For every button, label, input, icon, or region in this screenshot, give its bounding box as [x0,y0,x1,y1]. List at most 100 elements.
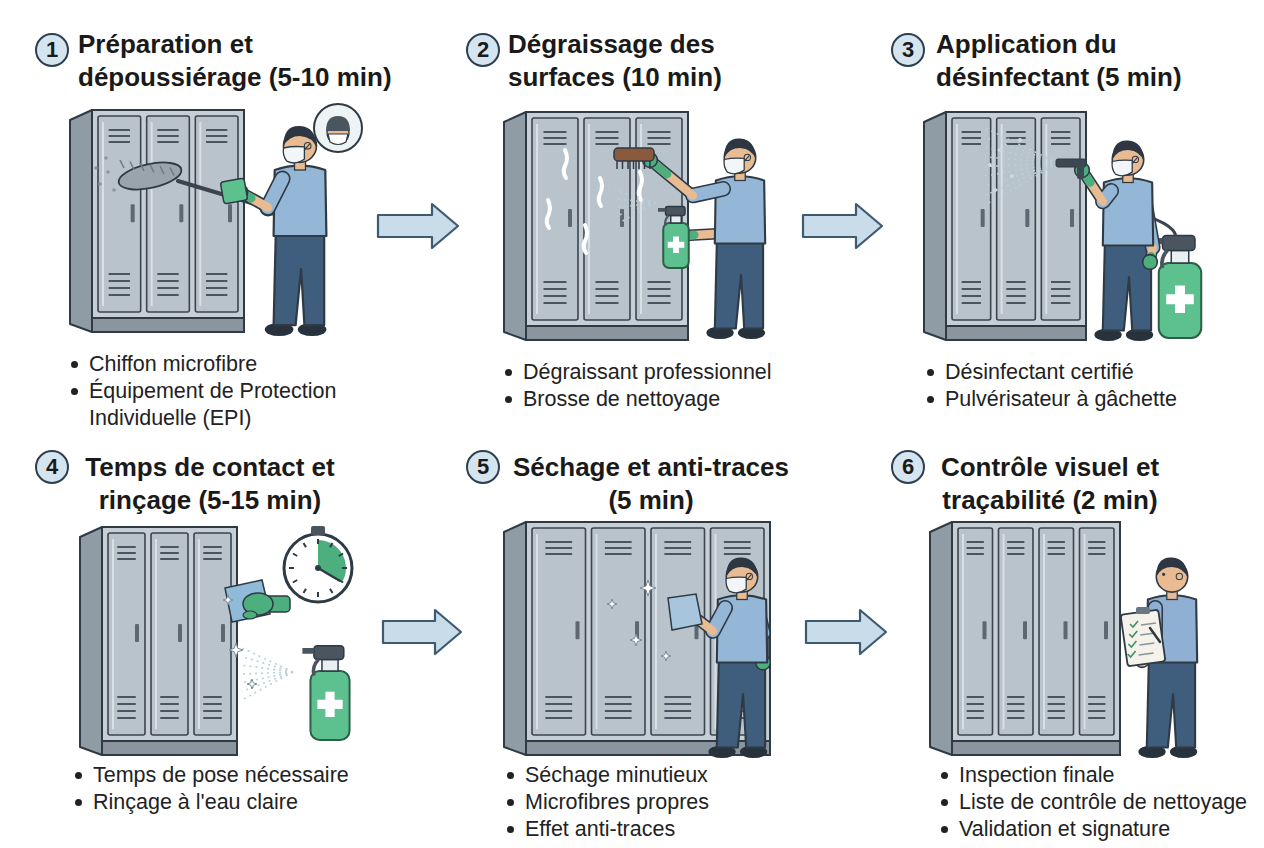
bullet-dot [71,388,78,395]
mask-strap [1132,157,1137,163]
flow-arrow [383,610,461,654]
door-vent [1088,547,1105,549]
spray-mist [242,672,293,683]
hair [724,138,756,159]
door-vent [596,295,619,297]
door-vent [206,287,227,289]
bottle-body [663,223,689,268]
door-vent [967,717,984,719]
locker-body [92,110,244,332]
door-vent [545,696,572,698]
bullet-item: Effet anti-traces [507,816,802,843]
worker-figure [232,126,326,336]
door-vent [648,143,671,145]
spray-mist [985,163,1058,186]
door-vent [962,295,981,297]
locker-side [504,522,526,755]
door-vent [1007,553,1024,555]
door-vent [596,281,619,283]
door-vent [1006,137,1025,139]
door-highlight [151,122,153,306]
door-handle [1070,209,1074,227]
brush-bristle [622,161,624,169]
step-panel: Application du désinfectant (5 min)Désin… [882,26,1232,446]
step-number: 6 [902,456,914,478]
door-vent [1051,302,1070,304]
check-mark [1130,621,1138,627]
bullet-text: Microfibres propres [525,789,709,816]
hair [284,126,317,148]
bullet-text: Séchage minutieux [525,762,708,789]
brush-back [614,148,654,161]
bullet-text: Effet anti-traces [525,816,675,843]
step-title: Contrôle visuel et traçabilité (2 min) [920,451,1180,517]
step-title: Séchage et anti-traces (5 min) [505,451,797,517]
locker-body [952,522,1120,755]
spray-mist [985,128,1058,163]
locker-door [194,533,231,735]
door-vent [648,137,671,139]
door-vent [1088,703,1105,705]
sparkle [229,643,243,657]
locker-side [504,112,526,340]
door-vent [596,288,619,290]
locker-body [526,112,688,340]
door-vent [664,710,691,712]
door-handle [179,204,183,222]
door-handle [983,621,987,639]
nozzle [302,648,314,654]
dust-speck [106,170,110,174]
spray-gun-grip [1077,163,1084,179]
door-vent [1051,131,1070,133]
door-vent [1006,302,1025,304]
spray-mist [985,147,1058,163]
bullet-dot [75,772,82,779]
spray-mist [985,163,1058,195]
locker-door [195,116,238,312]
door-vent [648,295,671,297]
ppe-mask [328,134,348,145]
door-highlight [962,534,964,729]
door-vent [962,143,981,145]
door-vent [160,710,179,712]
door-vent [1088,541,1105,543]
bullet-text: Brosse de nettoyage [523,386,720,413]
step-badge: 1 [35,33,69,67]
door-handle [1064,621,1068,639]
arm-outline [268,179,283,208]
step-panel: Temps de contact et rinçage (5-15 min)Te… [36,446,383,844]
step-number: 3 [902,39,914,61]
door-vent [596,143,619,145]
check-mark [1128,651,1136,657]
sparkle [630,634,642,646]
brush-bristle [616,161,618,169]
flow-arrow [806,610,886,654]
door-vent [160,546,179,548]
locker-bank [930,522,1120,755]
step-number: 2 [477,39,489,61]
door-vent [157,129,178,131]
trousers [1103,241,1151,330]
door-vent [206,135,227,137]
brush-bristle [649,161,651,169]
spray-mist [242,657,293,672]
clipboard-clip [1136,607,1150,614]
door-vent [160,717,179,719]
door-vent [545,710,572,712]
step-badge: 3 [891,33,925,67]
sparkle [640,580,656,596]
brush-bristle [627,161,629,169]
door-vent [1006,288,1025,290]
worker-figure [681,557,771,758]
door-vent [664,703,691,705]
step-badge: 6 [891,450,925,484]
locker-door [147,116,190,312]
arm-outline [693,189,723,196]
bullet-dot [507,772,514,779]
door-vent [203,703,222,705]
dust-speck [112,188,116,192]
step-title: Préparation et dépoussiérage (5-10 min) [78,28,413,94]
step-title: Temps de contact et rinçage (5-15 min) [70,451,350,517]
bullet-text: Rinçage à l'eau claire [93,789,298,816]
shirt [1103,178,1153,245]
